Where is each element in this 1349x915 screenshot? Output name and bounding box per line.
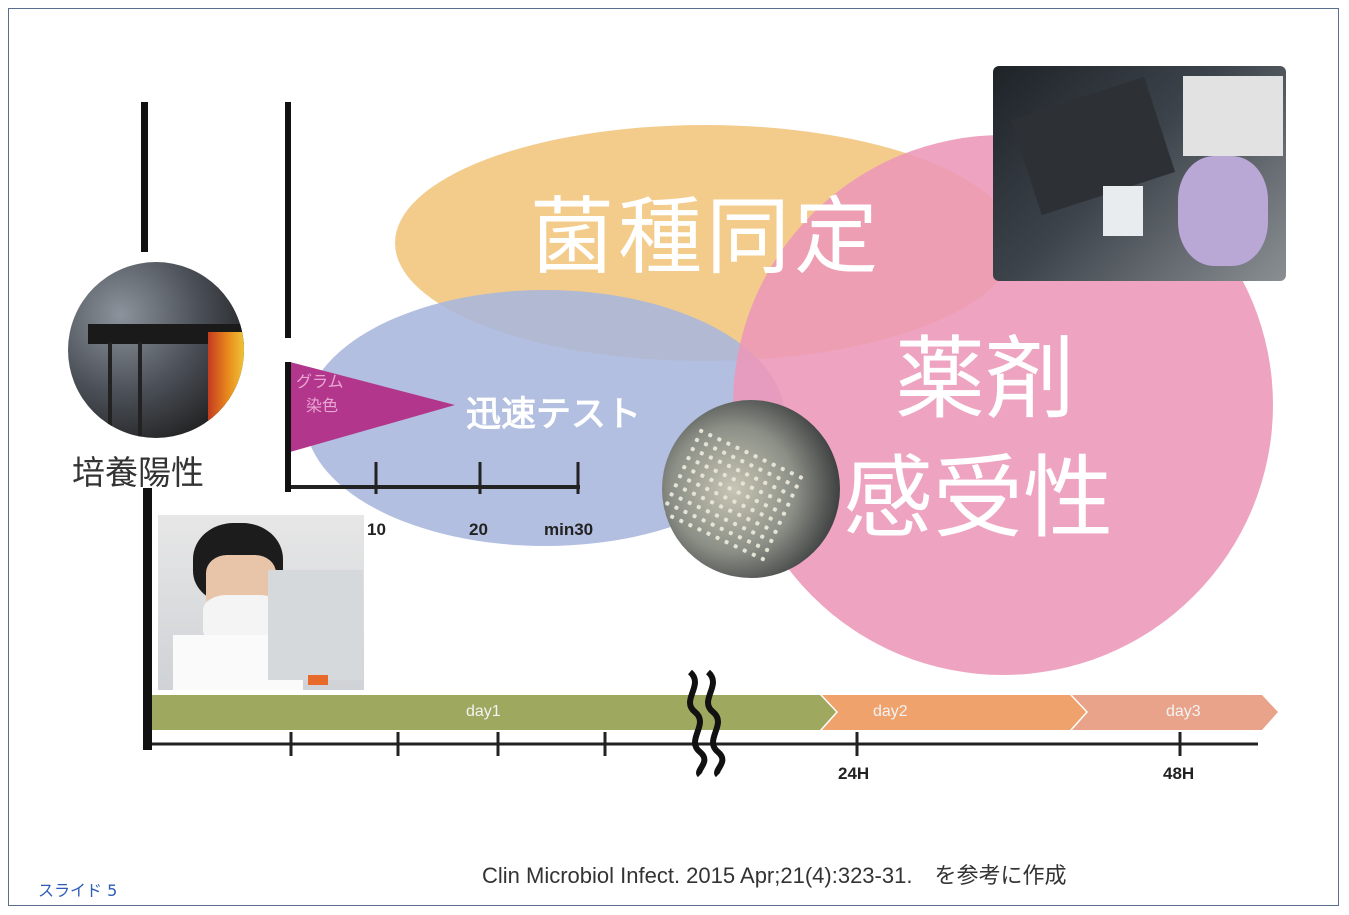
minute-tick-label: 20 — [469, 520, 488, 539]
day1-label: day1 — [466, 703, 501, 720]
identification-instrument-photo — [993, 66, 1286, 281]
minute-tick-label: 10 — [367, 520, 386, 539]
microscope-technician-photo — [158, 515, 364, 690]
identification-label: 菌種同定 — [530, 188, 883, 286]
slide-label: スライド 5 — [38, 881, 118, 900]
day1-band — [152, 695, 836, 730]
slide-frame — [8, 8, 1339, 906]
rapid-test-start-bar-lower — [285, 362, 291, 492]
day2-band — [822, 695, 1086, 730]
culture-positive-label: 培養陽性 — [72, 453, 204, 492]
gram-stain-triangle — [290, 362, 455, 452]
citation-text: Clin Microbiol Infect. 2015 Apr;21(4):32… — [482, 863, 1067, 888]
rapid-test-label: 迅速テスト — [466, 395, 642, 435]
culture-timeline-bar-lower — [143, 488, 152, 750]
day3-band — [1072, 695, 1278, 730]
susceptibility-label-line1: 薬剤 — [895, 327, 1075, 432]
gram-stain-label-line2: 染色 — [306, 396, 339, 415]
susceptibility-panel-photo — [662, 400, 840, 578]
time-break-icon — [687, 669, 726, 778]
day2-label: day2 — [873, 703, 908, 720]
hour-label-24h: 24H — [838, 764, 870, 783]
rapid-test-start-bar — [285, 102, 291, 338]
culture-timeline-bar-upper — [141, 102, 148, 252]
hour-label-48h: 48H — [1163, 764, 1195, 783]
minute-tick-label: min30 — [544, 520, 594, 539]
day3-label: day3 — [1166, 703, 1201, 720]
gram-stain-label-line1: グラム — [296, 372, 344, 391]
susceptibility-label-line2: 感受性 — [843, 446, 1113, 551]
blood-culture-bottle-photo — [68, 262, 244, 438]
